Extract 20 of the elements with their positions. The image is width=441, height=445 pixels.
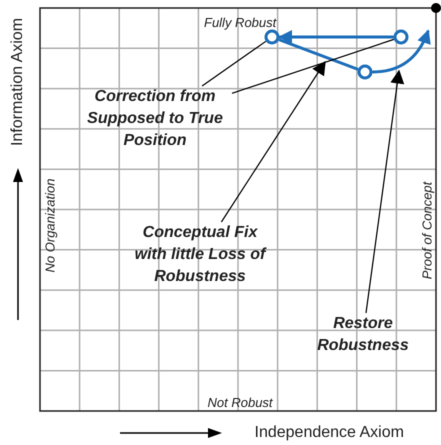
boundary-label: No Organization xyxy=(42,178,58,272)
leader-line xyxy=(220,60,326,222)
arrow xyxy=(278,30,394,44)
annotation-text: Conceptual Fix with little Loss of Robustness xyxy=(134,223,268,287)
axis-title: Independence Axiom xyxy=(254,424,404,442)
point-marker xyxy=(394,30,408,44)
leader-line xyxy=(232,38,394,94)
arrow xyxy=(372,29,430,74)
point-marker xyxy=(358,64,372,80)
annotation-text: Restore Robustness xyxy=(316,314,410,356)
axis-title: Information Axiom xyxy=(9,18,28,146)
boundary-label: Not Robust xyxy=(208,394,273,410)
leader-line xyxy=(365,70,404,314)
boundary-label: Proof of Concept xyxy=(419,181,434,279)
line xyxy=(278,38,359,71)
point-marker xyxy=(264,30,280,44)
boundary-label: Fully Robust xyxy=(204,14,276,30)
annotation-text: Correction from Supposed to True Position xyxy=(86,87,224,151)
corner-dot xyxy=(431,3,441,13)
leader-line xyxy=(202,40,266,86)
